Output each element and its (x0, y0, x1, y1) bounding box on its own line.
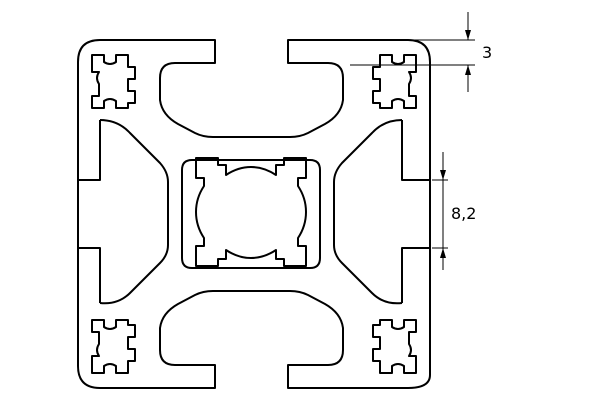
corner-cavity-bottom-left (91, 319, 136, 374)
corner-cavity-top-left (91, 54, 136, 109)
right-slot-walls (401, 120, 430, 303)
dimension-label-8-2: 8,2 (451, 204, 476, 223)
arrow-up-icon (465, 65, 471, 75)
arrow-up-icon (440, 248, 446, 258)
outer-contour (77, 39, 431, 389)
dimension-3 (350, 12, 475, 92)
right-inner-edge (333, 119, 403, 305)
corner-cavity-top-right (372, 54, 417, 109)
arrow-down-icon (440, 170, 446, 180)
dimension-label-3: 3 (482, 43, 492, 62)
left-inner-edge (99, 119, 169, 305)
profile-outline (77, 39, 431, 389)
corner-cavity-bottom-right (372, 319, 417, 374)
left-slot-walls (78, 120, 101, 303)
core-block (181, 159, 321, 269)
dimension-8-2 (432, 152, 448, 270)
arrow-down-icon (465, 30, 471, 40)
center-bore (195, 157, 307, 267)
